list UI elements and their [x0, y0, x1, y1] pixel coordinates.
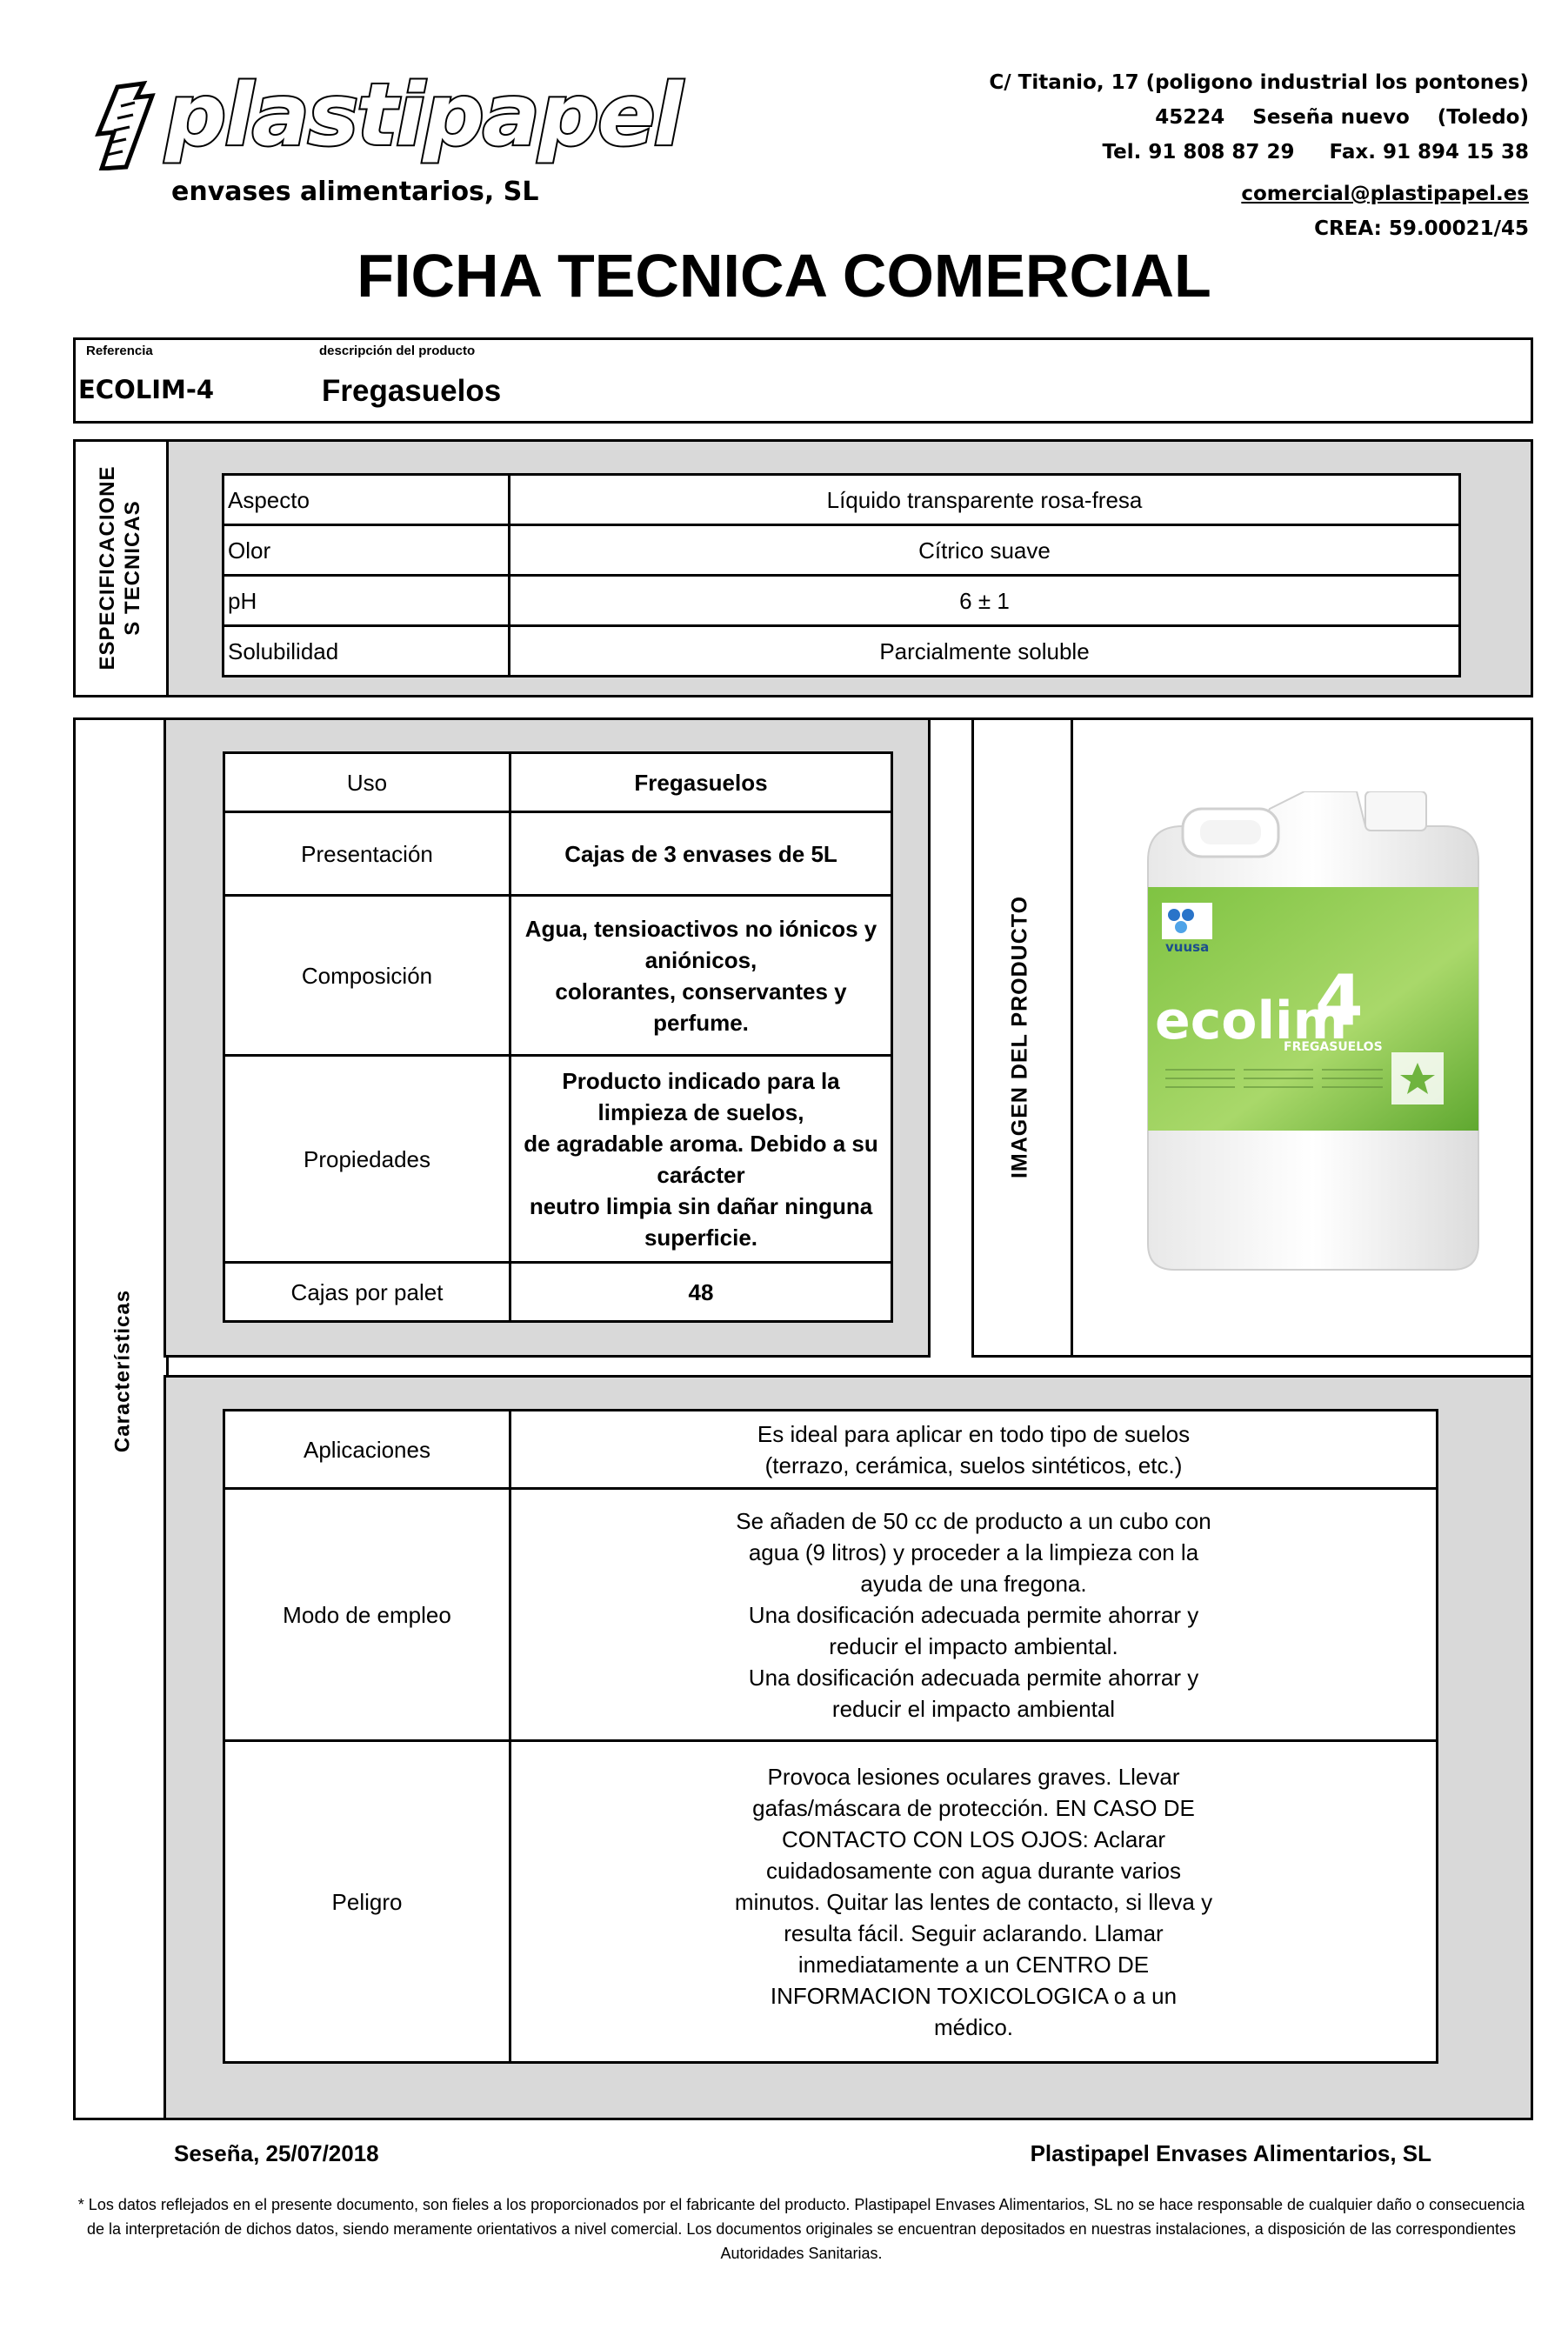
characteristics-side-label: Características	[110, 1289, 135, 1453]
spec-key: Olor	[222, 524, 510, 577]
product-sub-text: FREGASUELOS	[1284, 1040, 1383, 1054]
table-row: Presentación Cajas de 3 envases de 5L	[223, 811, 893, 897]
company-logo: plastipapel envases alimentarios, SL	[91, 71, 684, 214]
char-key: Presentación	[223, 811, 511, 897]
spec-key: pH	[222, 574, 510, 627]
spec-value: 6 ± 1	[508, 574, 1461, 627]
table-row: Peligro Provoca lesiones oculares graves…	[223, 1739, 1438, 2064]
char-value: Agua, tensioactivos no iónicos y aniónic…	[509, 894, 893, 1057]
char-value: Fregasuelos	[509, 751, 893, 813]
characteristics-main-panel: Uso Fregasuelos Presentación Cajas de 3 …	[163, 717, 931, 1358]
specs-side-column: ESPECIFICACIONE S TECNICAS	[76, 442, 169, 695]
char-key: Uso	[223, 751, 511, 813]
char-key: Propiedades	[223, 1054, 511, 1264]
description-label: descripción del producto	[319, 344, 476, 358]
table-row: Cajas por palet 48	[223, 1261, 893, 1323]
product-name-text: ecolim	[1155, 991, 1347, 1051]
specs-side-label-1: ESPECIFICACIONE	[96, 465, 119, 671]
usage-key: Modo de empleo	[223, 1487, 511, 1742]
place-date: Seseña, 25/07/2018	[174, 2140, 379, 2166]
address-line-2: 45224 Seseña nuevo (Toledo)	[1155, 106, 1529, 129]
table-row: Aplicaciones Es ideal para aplicar en to…	[223, 1409, 1438, 1490]
product-image-label: IMAGEN DEL PRODUCTO	[1007, 895, 1032, 1179]
usage-value: Se añaden de 50 cc de producto a un cubo…	[509, 1487, 1438, 1742]
table-row: Olor Cítrico suave	[222, 524, 1461, 577]
address-line-1: C/ Titanio, 17 (poligono industrial los …	[989, 71, 1529, 94]
char-key: Composición	[223, 894, 511, 1057]
spec-value: Parcialmente soluble	[508, 624, 1461, 677]
usage-panel: Aplicaciones Es ideal para aplicar en to…	[163, 1375, 1533, 2120]
table-row: Solubilidad Parcialmente soluble	[222, 624, 1461, 677]
usage-table: Aplicaciones Es ideal para aplicar en to…	[223, 1409, 1438, 2064]
spec-key: Solubilidad	[222, 624, 510, 677]
crea-code: CREA: 59.00021/45	[1314, 217, 1529, 240]
table-row: Aspecto Líquido transparente rosa-fresa	[222, 473, 1461, 526]
usage-value: Provoca lesiones oculares graves. Llevar…	[509, 1739, 1438, 2064]
characteristics-table: Uso Fregasuelos Presentación Cajas de 3 …	[223, 751, 893, 1323]
product-jug-image: vuusa ecolim 4 FREGASUELOS	[1147, 791, 1479, 1271]
logo-mark-icon	[95, 80, 156, 170]
char-value: 48	[509, 1261, 893, 1323]
usage-key: Peligro	[223, 1739, 511, 2064]
product-image-side: IMAGEN DEL PRODUCTO	[974, 720, 1073, 1355]
table-row: Propiedades Producto indicado para la li…	[223, 1054, 893, 1264]
description-value: Fregasuelos	[322, 374, 502, 408]
specs-panel: ESPECIFICACIONE S TECNICAS Aspecto Líqui…	[73, 439, 1533, 697]
char-value: Cajas de 3 envases de 5L	[509, 811, 893, 897]
char-value: Producto indicado para la limpieza de su…	[509, 1054, 893, 1264]
product-number-text: 4	[1315, 960, 1364, 1041]
logo-subtitle: envases alimentarios, SL	[171, 177, 539, 207]
address-line-3: Tel. 91 808 87 29 Fax. 91 894 15 38	[1102, 141, 1529, 163]
product-image-panel: IMAGEN DEL PRODUCTO vuusa ecolim 4 FREGA…	[971, 717, 1533, 1358]
page-title: FICHA TECNICA COMERCIAL	[357, 242, 1211, 310]
table-row: Composición Agua, tensioactivos no iónic…	[223, 894, 893, 1057]
specs-table: Aspecto Líquido transparente rosa-fresa …	[222, 473, 1461, 677]
reference-box: Referencia descripción del producto ECOL…	[73, 337, 1533, 424]
table-row: pH 6 ± 1	[222, 574, 1461, 627]
disclaimer: * Los datos reflejados en el presente do…	[77, 2196, 1525, 2262]
logo-wordmark: plastipapel	[163, 66, 684, 165]
email-link[interactable]: comercial@plastipapel.es	[1241, 183, 1529, 205]
product-brand-text: vuusa	[1165, 939, 1209, 955]
company-name: Plastipapel Envases Alimentarios, SL	[1030, 2140, 1431, 2166]
spec-key: Aspecto	[222, 473, 510, 526]
usage-value: Es ideal para aplicar en todo tipo de su…	[509, 1409, 1438, 1490]
specs-side-label-2: S TECNICAS	[121, 500, 144, 636]
spec-value: Cítrico suave	[508, 524, 1461, 577]
table-row: Uso Fregasuelos	[223, 751, 893, 813]
reference-label: Referencia	[86, 344, 153, 358]
usage-key: Aplicaciones	[223, 1409, 511, 1490]
reference-value: ECOLIM-4	[78, 375, 215, 404]
char-key: Cajas por palet	[223, 1261, 511, 1323]
specs-side-label: ESPECIFICACIONE S TECNICAS	[95, 444, 145, 692]
table-row: Modo de empleo Se añaden de 50 cc de pro…	[223, 1487, 1438, 1742]
spec-value: Líquido transparente rosa-fresa	[508, 473, 1461, 526]
